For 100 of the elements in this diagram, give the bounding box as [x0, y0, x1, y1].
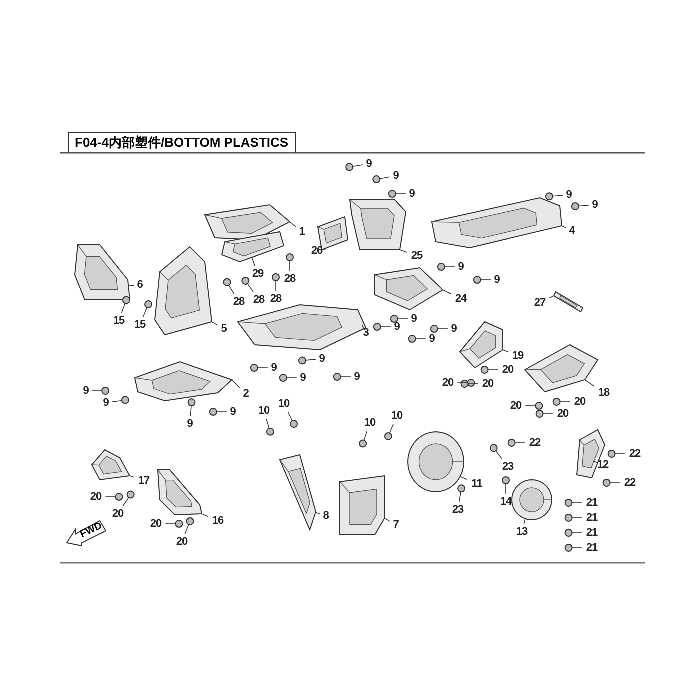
callout-number: 9 [187, 418, 193, 430]
fastener-drawing [372, 176, 381, 184]
leader-line [184, 524, 190, 534]
leader-line [584, 380, 595, 387]
leader-line [228, 285, 235, 294]
callout-number: 26 [311, 245, 323, 257]
leader-line [364, 430, 368, 441]
leader-line [105, 496, 116, 498]
leader-line [340, 376, 352, 378]
callout-number: 23 [502, 461, 514, 473]
callout-number: 2 [243, 388, 249, 400]
fastener-drawing [279, 374, 288, 382]
leader-line [306, 359, 316, 361]
plastic-part-drawing [408, 432, 464, 492]
callout-number: 21 [586, 497, 598, 509]
leader-line [578, 205, 590, 207]
callout-number: 9 [409, 188, 415, 200]
callout-number: 9 [300, 372, 306, 384]
leader-line [496, 450, 502, 460]
callout-number: 9 [451, 323, 457, 335]
callout-number: 21 [586, 512, 598, 524]
plastic-part-drawing [553, 291, 584, 313]
leader-line [514, 442, 526, 444]
callout-number: 9 [411, 313, 417, 325]
fastener-drawing [564, 529, 573, 537]
callout-number: 28 [284, 273, 296, 285]
callout-number: 29 [252, 268, 264, 280]
fastener-drawing [188, 398, 196, 407]
leader-line [380, 176, 390, 180]
callout-number: 9 [458, 261, 464, 273]
fastener-drawing [473, 276, 482, 284]
fastener-drawing [144, 300, 153, 309]
plastic-part-drawing [221, 231, 285, 263]
leader-line [457, 382, 468, 384]
callout-number: 23 [452, 504, 464, 516]
fastener-drawing [266, 428, 274, 436]
leader-line [389, 424, 394, 434]
leader-line [122, 497, 130, 506]
callout-number: 8 [323, 510, 329, 522]
callout-number: 5 [221, 323, 227, 335]
diagram-title: F04-4内部塑件/BOTTOM PLASTICS [68, 132, 296, 153]
fastener-drawing [480, 366, 489, 374]
fastener-drawing [430, 325, 438, 333]
leader-line [92, 390, 102, 392]
fastener-drawing [175, 520, 184, 528]
plastic-part-drawing [279, 454, 317, 532]
callout-number: 10 [258, 405, 270, 417]
leader-line [128, 285, 134, 287]
callout-number: 9 [230, 406, 236, 418]
callout-number: 15 [113, 315, 125, 327]
fastener-drawing [346, 163, 354, 172]
fastener-drawing [552, 398, 561, 406]
callout-number: 11 [472, 478, 482, 490]
fastener-drawing [102, 387, 110, 395]
callout-number: 9 [494, 274, 500, 286]
callout-number: 27 [534, 297, 546, 309]
callout-number: 28 [270, 293, 282, 305]
callout-number: 9 [354, 371, 360, 383]
fastener-drawing [390, 315, 398, 323]
callout-number: 20 [150, 518, 162, 530]
fastener-drawing [298, 356, 306, 365]
leader-line [142, 307, 148, 318]
leader-line [232, 380, 240, 388]
plastic-part-drawing [157, 470, 203, 516]
callout-number: 22 [529, 437, 541, 449]
callout-number: 9 [271, 362, 277, 374]
callout-number: 6 [137, 279, 143, 291]
callout-number: 9 [319, 353, 325, 365]
callout-number: 14 [500, 496, 512, 508]
fastener-drawing [388, 190, 396, 198]
plastic-part-drawing [524, 344, 599, 393]
leader-line [592, 460, 598, 464]
callout-number: 1 [299, 226, 305, 238]
leader-line [352, 164, 364, 168]
callout-number: 12 [597, 459, 609, 471]
fastener-drawing [535, 402, 544, 410]
fastener-drawing [250, 364, 258, 372]
leader-line [121, 303, 126, 314]
callout-number: 28 [233, 296, 245, 308]
fastener-drawing [384, 432, 392, 440]
callout-number: 9 [103, 397, 109, 409]
leader-line [562, 226, 566, 228]
callout-number: 20 [502, 364, 514, 376]
plastic-part-drawing [431, 197, 563, 249]
callout-number: 9 [393, 170, 399, 182]
plastic-part-drawing [512, 480, 552, 520]
leader-line [416, 338, 426, 340]
leader-line [438, 328, 448, 330]
fastener-drawing [126, 490, 135, 499]
leader-line [380, 326, 392, 328]
leader-line [384, 518, 390, 522]
leader-line [130, 476, 135, 478]
leader-line [610, 482, 621, 484]
callout-number: 9 [592, 199, 598, 211]
fastener-drawing [121, 396, 130, 404]
callout-number: 20 [510, 400, 522, 412]
callout-number: 22 [629, 448, 641, 460]
callout-number: 28 [253, 294, 265, 306]
plastic-part-drawing [374, 267, 444, 311]
callout-number: 20 [574, 396, 586, 408]
